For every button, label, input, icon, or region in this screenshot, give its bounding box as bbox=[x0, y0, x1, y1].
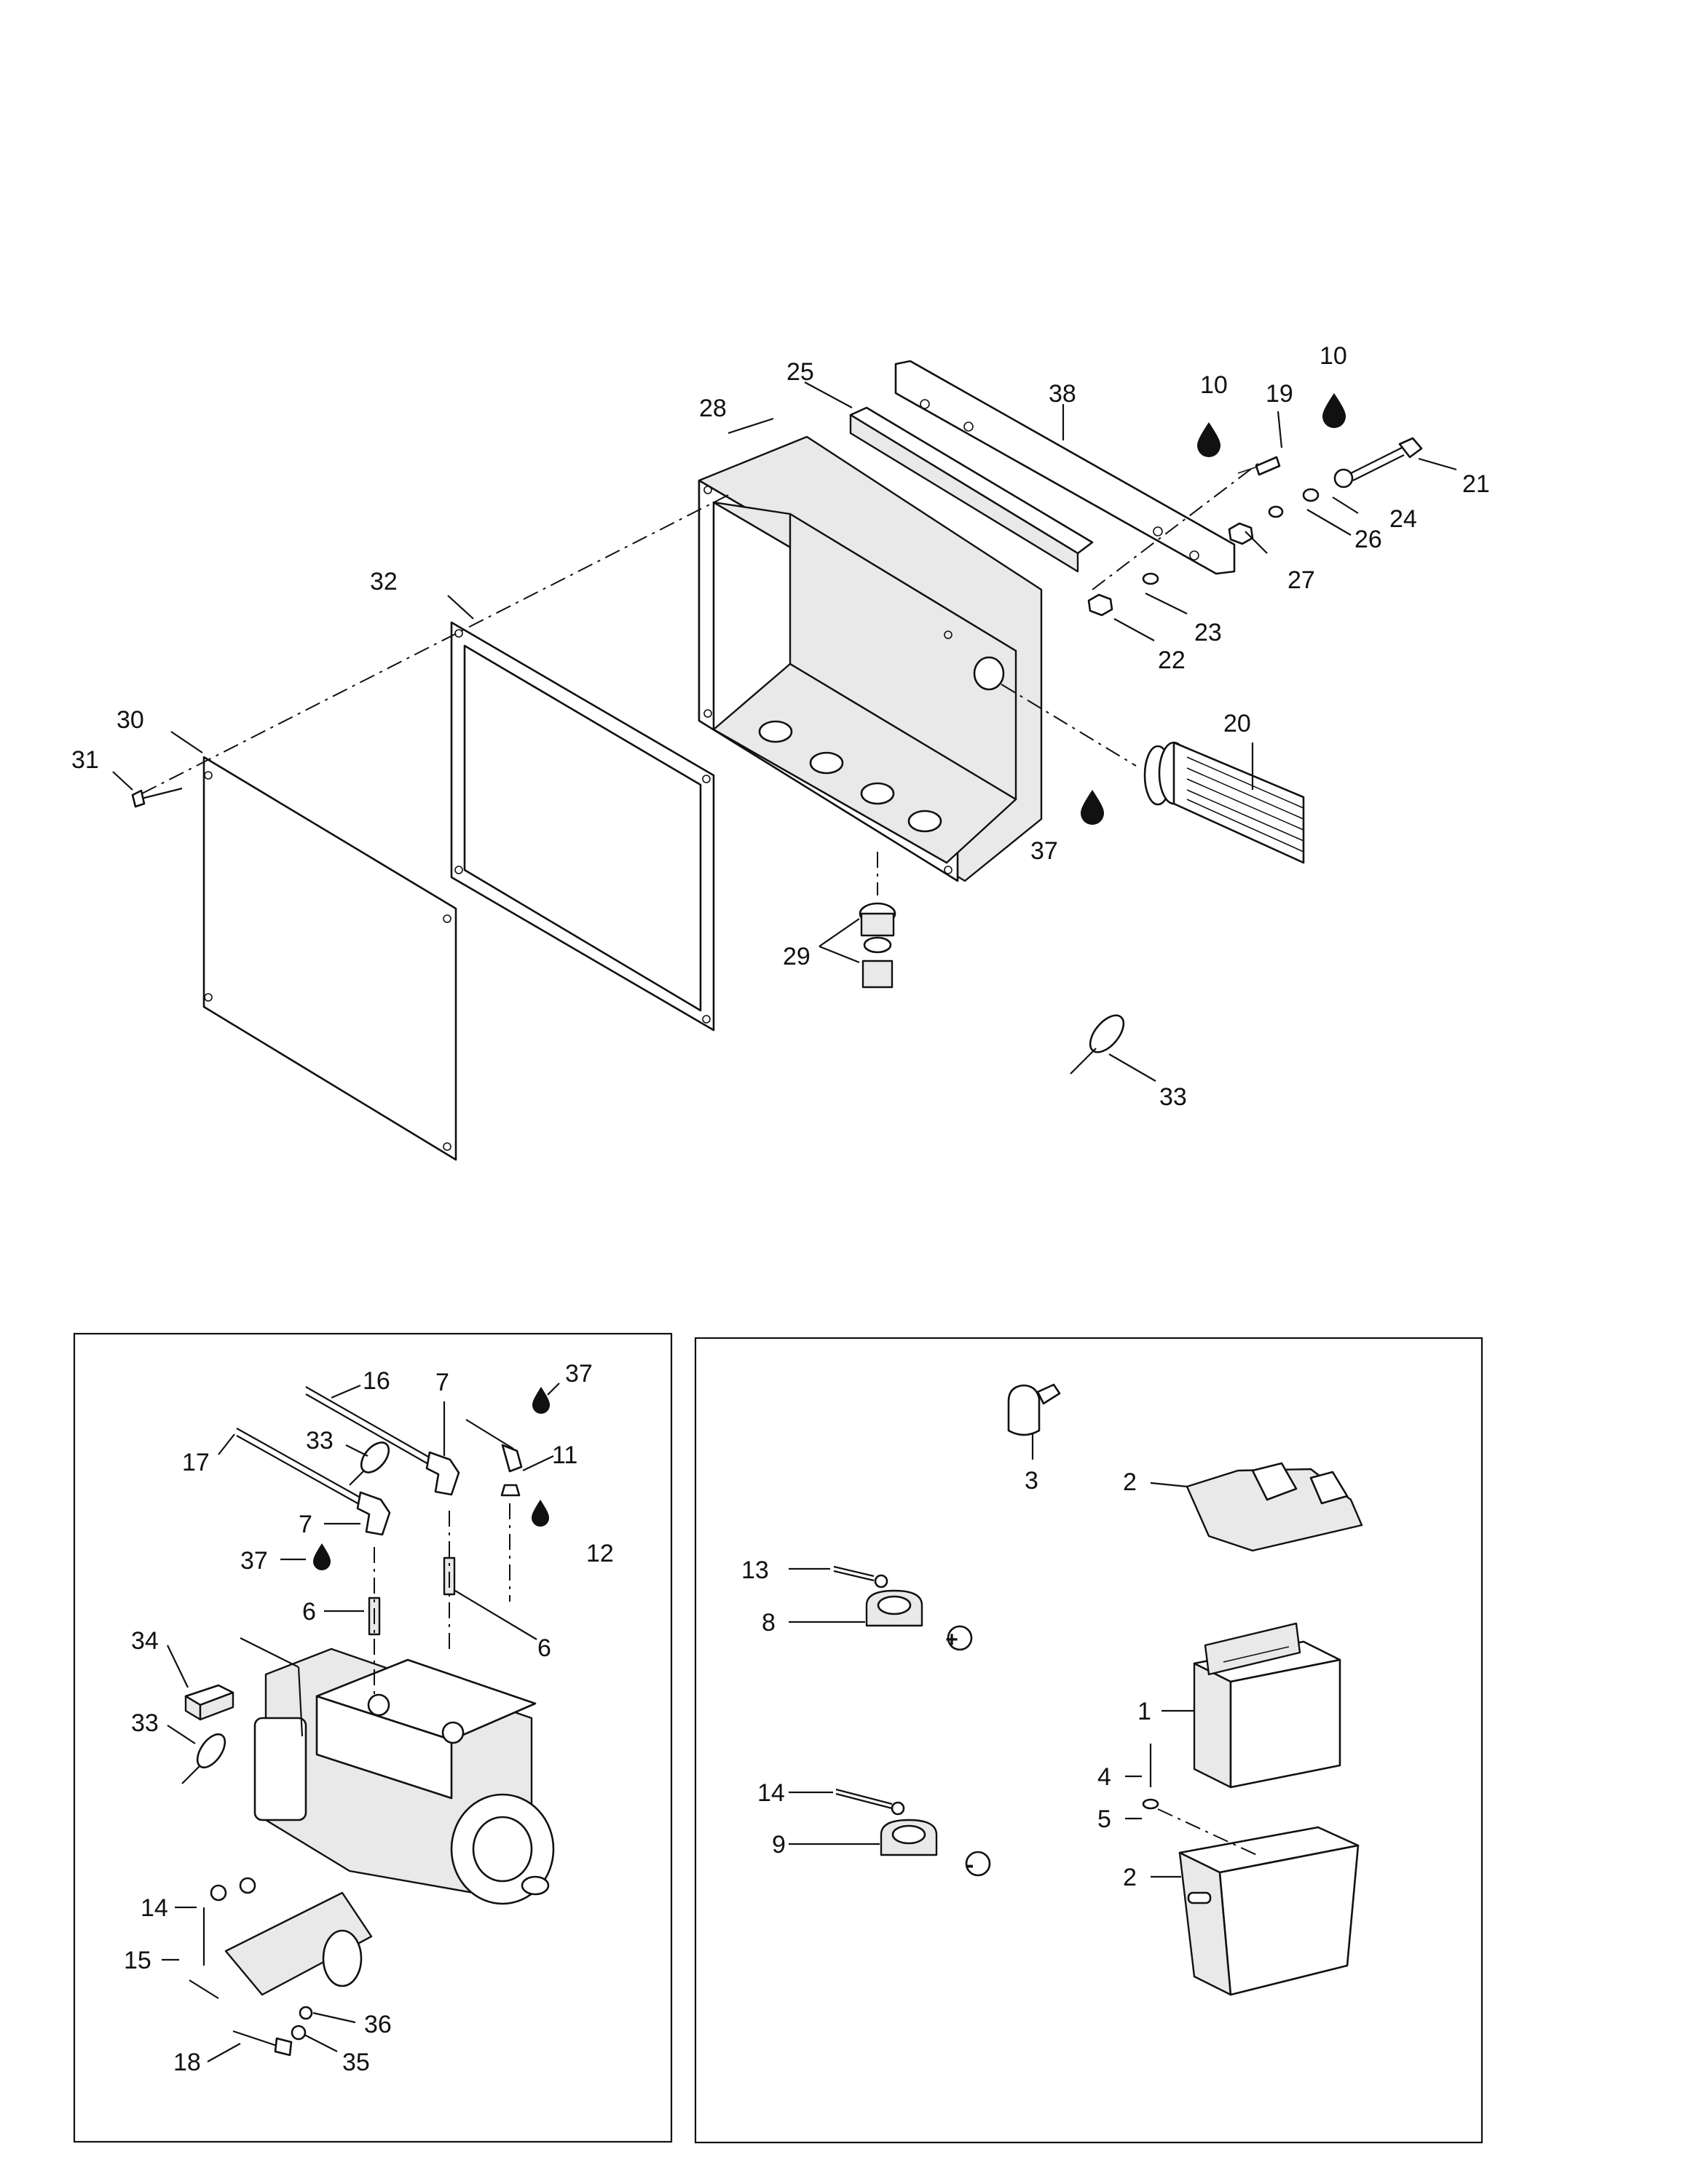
callout-6: 6 bbox=[537, 1634, 551, 1662]
callout-24: 24 bbox=[1389, 505, 1417, 533]
callout-22: 22 bbox=[1158, 646, 1186, 674]
callout-10: 10 bbox=[1320, 342, 1347, 370]
callout-14: 14 bbox=[757, 1779, 785, 1807]
callout-27: 27 bbox=[1287, 566, 1315, 594]
plus-symbol: + bbox=[945, 1628, 958, 1652]
rubber-strip bbox=[849, 406, 1094, 573]
wire-harness bbox=[1143, 741, 1305, 864]
callout-29: 29 bbox=[783, 943, 811, 970]
callout-5: 5 bbox=[1097, 1805, 1111, 1833]
callout-1: 1 bbox=[1137, 1698, 1151, 1725]
minus-symbol: - bbox=[966, 1851, 974, 1878]
electrical-box bbox=[698, 435, 1043, 882]
callout-16: 16 bbox=[363, 1367, 390, 1395]
callout-35: 35 bbox=[342, 2049, 370, 2076]
callout-11: 11 bbox=[552, 1441, 577, 1469]
callout-33: 33 bbox=[306, 1427, 334, 1455]
gasket bbox=[450, 621, 715, 1032]
callout-37: 37 bbox=[565, 1360, 593, 1388]
engine-ignition-panel bbox=[73, 1332, 673, 2143]
callout-9: 9 bbox=[772, 1831, 786, 1859]
callout-38: 38 bbox=[1049, 380, 1076, 408]
callout-13: 13 bbox=[741, 1556, 769, 1584]
callout-20: 20 bbox=[1223, 710, 1251, 737]
callout-12: 12 bbox=[586, 1540, 614, 1567]
cable-tie bbox=[1070, 1014, 1125, 1075]
callout-33: 33 bbox=[131, 1709, 159, 1737]
callout-28: 28 bbox=[699, 395, 727, 422]
electrical-box-assembly bbox=[112, 360, 1457, 1161]
callout-32: 32 bbox=[370, 568, 398, 596]
callout-3: 3 bbox=[1025, 1467, 1038, 1495]
callout-18: 18 bbox=[173, 2049, 201, 2076]
callout-6: 6 bbox=[302, 1598, 316, 1626]
battery-callouts: 3 2 13 8 + 1 4 5 14 9 - 2 bbox=[741, 1467, 1151, 1891]
callout-4: 4 bbox=[1097, 1763, 1111, 1791]
callout-2: 2 bbox=[1123, 1468, 1137, 1496]
callout-8: 8 bbox=[762, 1609, 776, 1637]
callout-30: 30 bbox=[117, 706, 144, 734]
callout-2: 2 bbox=[1123, 1864, 1137, 1891]
callout-19: 19 bbox=[1266, 380, 1293, 408]
cable-grommets bbox=[859, 902, 896, 989]
callout-15: 15 bbox=[124, 1947, 151, 1974]
mounting-bracket bbox=[894, 360, 1236, 575]
battery-panel bbox=[694, 1337, 1483, 2144]
screw bbox=[131, 787, 183, 808]
callout-21: 21 bbox=[1462, 470, 1490, 498]
callout-7: 7 bbox=[435, 1369, 449, 1396]
callout-37: 37 bbox=[240, 1547, 268, 1575]
callout-36: 36 bbox=[364, 2011, 392, 2038]
cover-plate bbox=[202, 756, 457, 1161]
callout-31: 31 bbox=[71, 746, 99, 774]
callout-34: 34 bbox=[131, 1627, 159, 1655]
engine-callouts: 16 7 37 17 33 11 7 12 37 6 6 34 33 14 15… bbox=[124, 1360, 614, 2076]
callout-10: 10 bbox=[1200, 371, 1228, 399]
callout-33: 33 bbox=[1159, 1083, 1187, 1111]
callout-25: 25 bbox=[786, 358, 814, 386]
callout-26: 26 bbox=[1354, 526, 1382, 553]
fasteners bbox=[1087, 437, 1423, 617]
top-callouts: 25 28 38 10 19 10 21 24 26 27 23 22 32 3… bbox=[71, 342, 1490, 1111]
callout-17: 17 bbox=[182, 1449, 210, 1476]
callout-7: 7 bbox=[299, 1511, 312, 1538]
callout-23: 23 bbox=[1194, 619, 1222, 646]
callout-37: 37 bbox=[1030, 837, 1058, 865]
callout-14: 14 bbox=[141, 1894, 168, 1922]
